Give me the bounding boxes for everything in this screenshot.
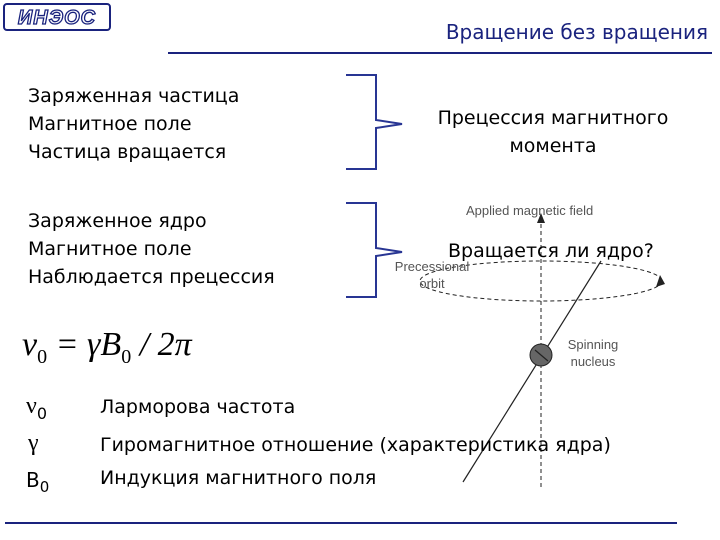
group1-brace (340, 72, 410, 172)
group1-list: Заряженная частица Магнитное поле Частиц… (28, 82, 239, 166)
group2-line: Заряженное ядро (28, 207, 275, 235)
precessional-orbit-label: Precessional orbit (387, 258, 477, 292)
group1-line: Магнитное поле (28, 110, 239, 138)
spinning-label: Spinning (557, 336, 629, 353)
formula-nu: ν (22, 326, 37, 363)
formula-gamma-b: = γB (47, 326, 121, 363)
group1-line: Частица вращается (28, 138, 239, 166)
orbit-direction-icon (656, 275, 665, 287)
nucleus-label: nucleus (557, 353, 629, 370)
precession-line: Прецессия магнитного (418, 104, 688, 132)
formula-b-sub: 0 (121, 346, 131, 368)
applied-field-label: Applied magnetic field (466, 202, 593, 219)
precessional-label: Precessional (387, 258, 477, 275)
larmor-formula: ν0 = γB0 / 2π (22, 326, 192, 369)
group1-line: Заряженная частица (28, 82, 239, 110)
nucleus-question: Вращается ли ядро? (448, 240, 654, 262)
definition-larmor: Ларморова частота (100, 396, 295, 418)
precession-line: момента (418, 132, 688, 160)
logo-text: ИНЭОС (18, 7, 96, 29)
title-divider (168, 52, 712, 54)
precession-text: Прецессия магнитного момента (418, 104, 688, 160)
inaos-logo: ИНЭОС (2, 2, 112, 32)
symbol-gamma: γ (28, 430, 39, 457)
symbol-b0: B0 (26, 468, 49, 496)
group2-line: Магнитное поле (28, 235, 275, 263)
formula-nu-sub: 0 (37, 346, 47, 368)
formula-divisor: / 2π (131, 326, 191, 363)
symbol-nu: ν0 (26, 393, 47, 423)
group2-list: Заряженное ядро Магнитное поле Наблюдает… (28, 207, 275, 291)
footer-divider (5, 522, 677, 524)
group2-line: Наблюдается прецессия (28, 263, 275, 291)
definition-induction: Индукция магнитного поля (100, 467, 376, 489)
spinning-nucleus-label: Spinning nucleus (557, 336, 629, 370)
page-title: Вращение без вращения (446, 20, 708, 44)
definition-gyromagnetic: Гиромагнитное отношение (характеристика … (100, 434, 611, 456)
orbit-label: orbit (387, 275, 477, 292)
